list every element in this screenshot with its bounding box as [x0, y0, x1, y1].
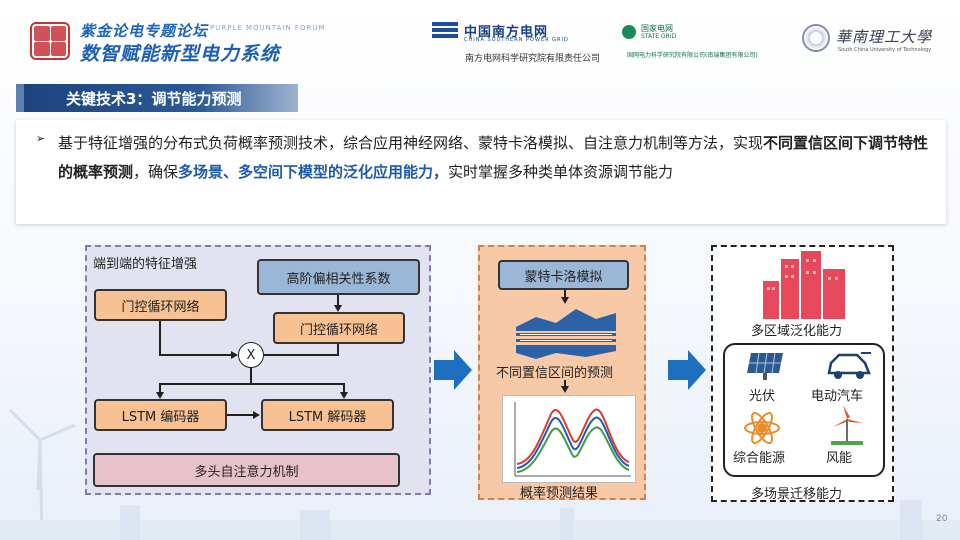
- forum-subtitle: PURPLE MOUNTAIN FORUM: [210, 24, 326, 32]
- section-title-bar: 关键技术3：调节能力预测: [16, 84, 298, 112]
- scut-name: 華南理工大學: [836, 28, 933, 46]
- forum-title: 紫金论电专题论坛: [80, 22, 209, 40]
- state-grid-logo-icon: [622, 25, 636, 39]
- header: 紫金论电专题论坛 PURPLE MOUNTAIN FORUM 数智赋能新型电力系…: [0, 0, 960, 72]
- intro-paragraph: 基于特征增强的分布式负荷概率预测技术，综合应用神经网络、蒙特卡洛模拟、自注意力机…: [38, 129, 936, 187]
- wind-label: 风能: [826, 451, 853, 466]
- connector-line: [564, 290, 566, 299]
- monte-carlo-box: 蒙特卡洛模拟: [498, 260, 629, 290]
- electric-car-icon: [827, 352, 871, 379]
- intro-text-3: 实时掌握多种类单体资源调节能力: [448, 163, 674, 181]
- result-label: 概率预测结果: [520, 486, 599, 501]
- forum-seal-logo: [30, 22, 70, 60]
- connector-line: [343, 383, 345, 393]
- interval-label: 不同置信区间的预测: [496, 366, 614, 381]
- connector-line: [159, 383, 345, 385]
- csg-logo-icon: [432, 22, 458, 42]
- integrated-energy-icon: [744, 411, 780, 445]
- wind-turbine-icon: [831, 405, 863, 445]
- csg-name: 中国南方电网: [464, 25, 549, 40]
- ev-label: 电动汽车: [811, 389, 864, 404]
- state-grid-english: STATE GRID: [641, 33, 677, 40]
- ies-label: 综合能源: [733, 451, 786, 466]
- intro-text-2: ，确保: [133, 163, 179, 181]
- city-buildings-icon: [763, 251, 845, 319]
- connector-line: [337, 295, 339, 306]
- panel1-label: 端到端的特征增强: [93, 257, 198, 272]
- flow-arrow-icon: [434, 350, 472, 390]
- gru-left-box: 门控循环网络: [94, 289, 227, 321]
- feature-enhancement-panel: 端到端的特征增强 高阶偏相关性系数 门控循环网络 门控循环网络 X LSTM 编…: [85, 245, 431, 495]
- scut-seal-logo: [802, 24, 830, 52]
- arrowhead-down: [334, 305, 342, 312]
- scut-english: South China University of Technology: [838, 47, 932, 53]
- connector-line: [264, 354, 339, 356]
- connector-line: [159, 354, 232, 356]
- intro-textbox: ➢ 基于特征增强的分布式负荷概率预测技术，综合应用神经网络、蒙特卡洛模拟、自注意…: [16, 120, 946, 224]
- flow-arrow-icon: [668, 350, 706, 390]
- arrowhead-right: [253, 411, 260, 419]
- probability-curves-icon: [514, 402, 631, 477]
- lstm-encoder-box: LSTM 编码器: [94, 399, 227, 431]
- arrowhead-right: [231, 351, 238, 359]
- csg-institute: 南方电网科学研究院有限责任公司: [465, 54, 601, 64]
- lstm-decoder-box: LSTM 解码器: [261, 399, 394, 431]
- section-title: 关键技术3：调节能力预测: [66, 90, 242, 108]
- pv-label: 光伏: [749, 389, 776, 404]
- generalization-panel: 多区域泛化能力 光伏 电动汽车 综合能源 风能 多场: [711, 245, 894, 502]
- state-grid-name: 国家电网: [641, 24, 673, 33]
- state-grid-institute: 国网电力科学研究院有限公司(南瑞集团有限公司): [627, 52, 758, 59]
- intro-highlight-text: 多场景、多空间下模型的泛化应用能力，: [178, 163, 449, 181]
- probability-result-chart: [502, 395, 636, 483]
- forum-main-title: 数智赋能新型电力系统: [80, 43, 281, 65]
- arrowhead-down: [156, 392, 164, 399]
- multi-scenario-label: 多场景迁移能力: [751, 487, 843, 502]
- skyline-decoration: [0, 500, 960, 540]
- connector-line: [159, 321, 161, 356]
- multiply-node: X: [238, 342, 264, 368]
- bullet-arrow-icon: ➢: [36, 132, 46, 145]
- attention-box: 多头自注意力机制: [93, 453, 400, 487]
- connector-line: [564, 380, 566, 388]
- arrowhead-down: [340, 392, 348, 399]
- arrowhead-down: [561, 297, 569, 304]
- connector-line: [159, 383, 161, 393]
- connector-line: [250, 368, 252, 384]
- hoc-box: 高阶偏相关性系数: [257, 259, 420, 295]
- connector-line: [227, 414, 254, 416]
- monte-carlo-panel: 蒙特卡洛模拟 不同置信区间的预测 概率预测结果: [478, 245, 646, 501]
- section-bar-edge: [16, 84, 24, 112]
- connector-line: [337, 344, 339, 356]
- confidence-interval-icon: [516, 309, 616, 359]
- intro-bold-text: 不同置信区间下调节特性的概率预测: [58, 134, 929, 181]
- intro-text-1: 基于特征增强的分布式负荷概率预测技术，综合应用神经网络、蒙特卡洛模拟、自注意力机…: [58, 134, 764, 152]
- gru-right-box: 门控循环网络: [273, 312, 405, 344]
- csg-english: CHINA SOUTHERN POWER GRID: [464, 37, 569, 43]
- scenario-group: 光伏 电动汽车 综合能源 风能: [723, 343, 885, 477]
- arrowhead-down: [561, 386, 569, 393]
- solar-panel-icon: [747, 352, 783, 380]
- page-number: 20: [936, 514, 948, 524]
- region-label: 多区域泛化能力: [751, 324, 843, 339]
